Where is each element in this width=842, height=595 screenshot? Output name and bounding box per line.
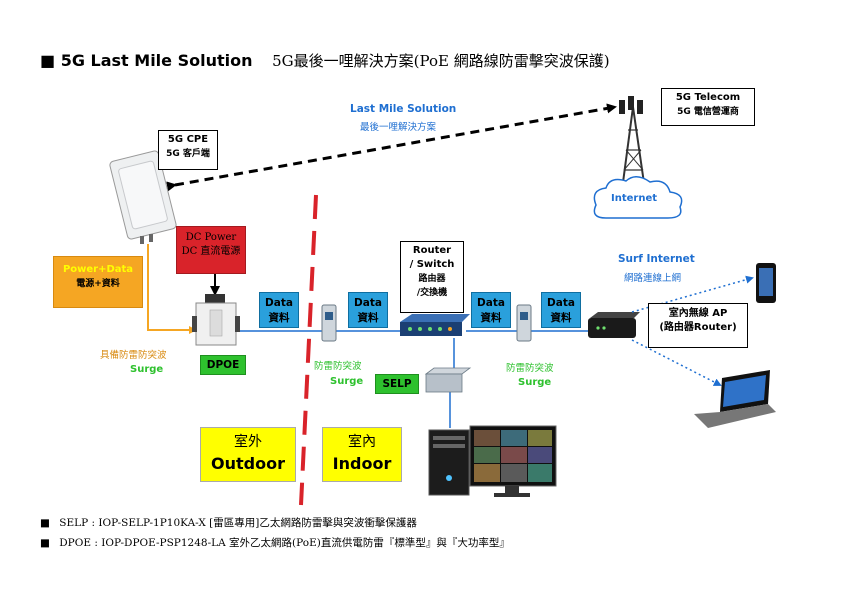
power-data-line2: 電源+資料	[76, 279, 120, 289]
cpe-line1: 5G CPE	[167, 134, 209, 145]
router-line3: 路由器	[418, 274, 446, 284]
surge-right-label-zh: 防雷防突波	[506, 363, 554, 374]
footnote-dpoe: ■ DPOE : IOP-DPOE-PSP1248-LA 室外乙太網路(PoE)…	[40, 535, 510, 550]
internet-cloud-icon	[593, 176, 683, 219]
selp-protector-icon	[321, 304, 337, 342]
surf-internet-label: Surf Internet	[618, 253, 695, 265]
laptop-icon	[694, 370, 776, 428]
data-box-2-line1: Data	[354, 297, 382, 309]
power-data-box: Power+Data 電源+資料	[53, 256, 143, 308]
indoor-en: Indoor	[332, 454, 392, 473]
data-box-2-line2: 資料	[357, 312, 379, 324]
data-box-3-line1: Data	[477, 297, 505, 309]
indoor-outdoor-divider	[299, 194, 318, 506]
dc-power-line1: DC Power	[185, 232, 237, 243]
surge-mid-label: Surge	[330, 376, 364, 387]
outdoor-box: 室外 Outdoor	[200, 427, 296, 482]
dc-power-box: DC Power DC 直流電源	[176, 226, 246, 274]
title-sub: 5G最後一哩解決方案(PoE 網路線防雷擊突波保護)	[272, 52, 610, 70]
selp-protector-icon	[516, 304, 532, 342]
ap-line1: 室內無線 AP	[668, 308, 728, 319]
selp-panel-icon	[424, 367, 472, 393]
outdoor-en: Outdoor	[211, 454, 285, 473]
internet-label: Internet	[611, 193, 658, 204]
footnote-dpoe-text: DPOE : IOP-DPOE-PSP1248-LA 室外乙太網路(PoE)直流…	[59, 537, 510, 549]
data-box-1-line1: Data	[265, 297, 293, 309]
footnote-selp: ■ SELP : IOP-SELP-1P10KA-X [雷區專用]乙太網路防雷擊…	[40, 515, 417, 530]
last-mile-label: Last Mile Solution	[350, 103, 457, 115]
ap-line2: (路由器Router)	[659, 322, 737, 333]
selp-box: SELP	[375, 374, 419, 394]
title-main: 5G Last Mile Solution	[60, 51, 253, 70]
cpe-line2: 5G 客戶端	[166, 149, 210, 159]
data-box-2: Data 資料	[348, 292, 388, 328]
data-box-3: Data 資料	[471, 292, 511, 328]
indoor-box: 室內 Indoor	[322, 427, 402, 482]
dpoe-box: DPOE	[200, 355, 246, 375]
dpoe-surge-label-zh: 具備防雷防突波	[100, 350, 167, 361]
cell-tower-icon	[619, 96, 646, 191]
page-title: ■ 5G Last Mile Solution 5G最後一哩解決方案(PoE 網…	[40, 50, 610, 71]
title-bullet: ■	[40, 51, 56, 70]
data-box-4-line2: 資料	[550, 312, 572, 324]
data-box-4: Data 資料	[541, 292, 581, 328]
telecom-label-box: 5G Telecom 5G 電信營運商	[661, 88, 755, 126]
power-data-line1: Power+Data	[62, 264, 134, 275]
router-line1: Router	[412, 245, 452, 256]
last-mile-label-zh: 最後一哩解決方案	[360, 122, 437, 133]
surge-right-label: Surge	[518, 377, 552, 388]
dpoe-surge-label: Surge	[130, 364, 164, 375]
surf-internet-label-zh: 網路連線上網	[624, 273, 682, 284]
footnote-dpoe-bullet: ■	[40, 537, 50, 549]
router-switch-box: Router / Switch 路由器 /交換機	[400, 241, 464, 313]
telecom-line1: 5G Telecom	[675, 92, 741, 103]
cpe-antenna-icon	[109, 150, 177, 244]
dpoe-device-icon	[192, 294, 240, 346]
data-box-4-line1: Data	[547, 297, 575, 309]
poe-cable-line	[147, 244, 197, 334]
footnote-selp-bullet: ■	[40, 517, 50, 529]
data-box-1: Data 資料	[259, 292, 299, 328]
outdoor-zh: 室外	[234, 434, 262, 450]
smartphone-icon	[756, 263, 776, 303]
pc-tower-icon	[428, 429, 470, 496]
telecom-line2: 5G 電信營運商	[677, 107, 739, 117]
dc-power-line2: DC 直流電源	[181, 246, 241, 257]
wifi-link-laptop	[631, 339, 722, 386]
router-line2: / Switch	[409, 259, 455, 270]
ap-label-box: 室內無線 AP (路由器Router)	[648, 303, 748, 348]
surge-mid-label-zh: 防雷防突波	[314, 361, 362, 372]
wireless-ap-icon	[588, 312, 640, 338]
switch-icon	[400, 314, 470, 336]
data-box-1-line2: 資料	[268, 312, 290, 324]
footnote-selp-text: SELP : IOP-SELP-1P10KA-X [雷區專用]乙太網路防雷擊與突…	[59, 517, 417, 529]
router-line4: /交換機	[416, 288, 448, 298]
indoor-zh: 室內	[348, 434, 376, 450]
nvr-monitor-icon	[469, 425, 557, 497]
data-box-3-line2: 資料	[480, 312, 502, 324]
cpe-label-box: 5G CPE 5G 客戶端	[158, 130, 218, 170]
